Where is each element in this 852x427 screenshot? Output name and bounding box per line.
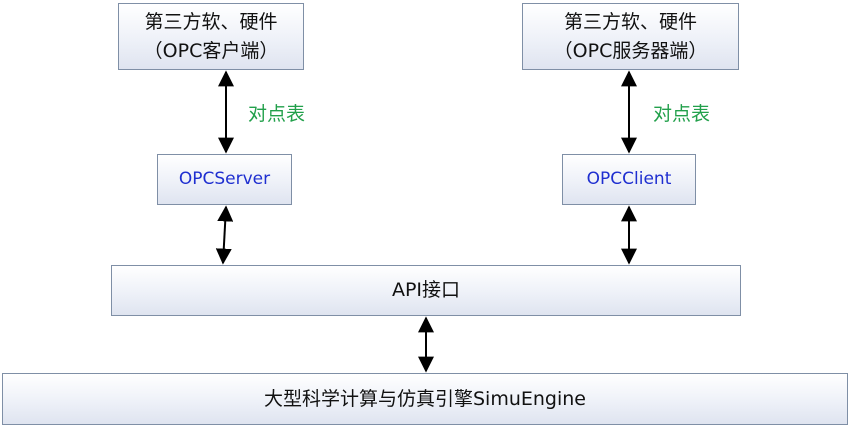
client-software-title: 第三方软、硬件 bbox=[144, 10, 278, 33]
simuengine-box: 大型科学计算与仿真引擎SimuEngine bbox=[2, 373, 848, 425]
edge-opc-server-api bbox=[215, 205, 234, 265]
opc-client-label: OPCClient bbox=[586, 169, 672, 189]
edge-label-left: 对点表 bbox=[248, 103, 306, 125]
simuengine-label: 大型科学计算与仿真引擎SimuEngine bbox=[263, 387, 586, 410]
client-software-subtitle: （OPC客户端） bbox=[143, 39, 279, 62]
opc-server-box: OPCServer bbox=[157, 154, 292, 205]
edge-label-right: 对点表 bbox=[653, 103, 711, 125]
opc-client-box: OPCClient bbox=[562, 154, 696, 205]
api-interface-label: API接口 bbox=[391, 279, 461, 301]
opc-server-label: OPCServer bbox=[178, 169, 271, 189]
client-software-box: 第三方软、硬件 （OPC客户端） bbox=[118, 3, 304, 70]
server-software-title: 第三方软、硬件 bbox=[563, 10, 697, 33]
api-interface-box: API接口 bbox=[111, 265, 741, 316]
server-software-subtitle: （OPC服务器端） bbox=[553, 39, 708, 62]
server-software-box: 第三方软、硬件 （OPC服务器端） bbox=[522, 3, 739, 70]
